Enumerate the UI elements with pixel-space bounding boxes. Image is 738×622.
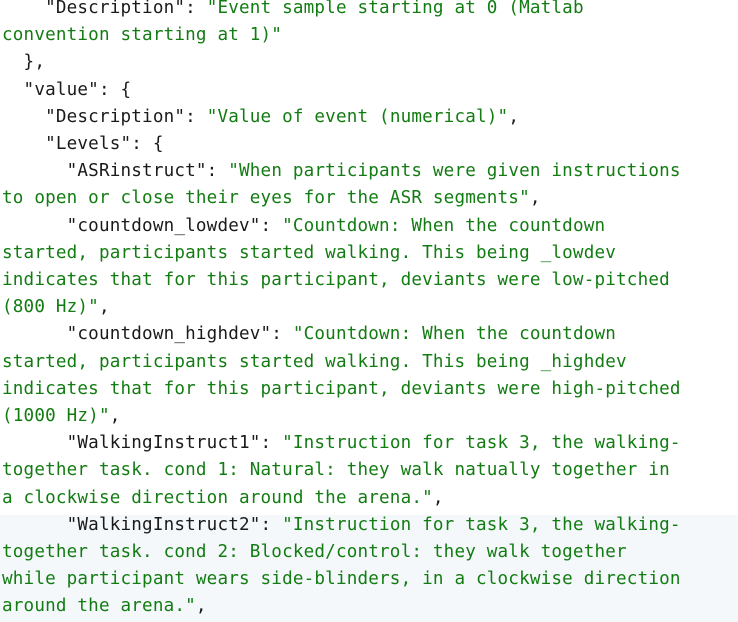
json-key-text: "Description": [2,0,207,18]
json-key-text: "ASRinstruct": [2,161,229,182]
json-key-text: "countdown_lowdev": [2,215,283,236]
code-line: started, participants started walking. T… [2,243,616,263]
code-line: (1000 Hz)", [2,406,121,426]
code-line: while participant wears side-blinders, i… [2,569,681,589]
code-line: around the arena.", [2,596,207,616]
code-line: "Description": "Event sample starting at… [2,0,584,18]
code-line: "WalkingInstruct1": "Instruction for tas… [2,433,681,453]
json-punctuation: , [508,106,520,127]
json-punctuation: , [432,487,444,508]
code-line: "countdown_lowdev": "Countdown: When the… [2,216,605,236]
code-line: "ASRinstruct": "When participants were g… [2,161,681,181]
json-string-value: (800 Hz)" [2,297,99,318]
json-punctuation: , [98,297,110,318]
json-punctuation: , [109,406,121,427]
code-line: together task. cond 2: Blocked/control: … [2,542,627,562]
json-key-text: "WalkingInstruct1": [2,433,283,454]
code-line: "Levels": { [2,134,164,154]
json-string-value: a clockwise direction around the arena." [2,487,433,508]
json-string-value: "Countdown: When the countdown [292,324,617,345]
json-string-value: started, participants started walking. T… [2,351,627,372]
code-line: a clockwise direction around the arena."… [2,488,444,508]
code-line: indicates that for this participant, dev… [2,379,681,399]
json-string-value: "Event sample starting at 0 (Matlab [206,0,584,18]
json-string-value: around the arena." [2,596,196,617]
json-string-value: while participant wears side-blinders, i… [2,569,681,590]
json-key-text: }, [2,52,46,73]
code-line: "WalkingInstruct2": "Instruction for tas… [2,515,681,535]
code-line: together task. cond 1: Natural: they wal… [2,460,670,480]
json-string-value: together task. cond 1: Natural: they wal… [2,460,670,481]
code-line: (800 Hz)", [2,297,110,317]
json-key-text: "Description": [2,106,207,127]
code-line: indicates that for this participant, dev… [2,270,670,290]
json-key-text: "WalkingInstruct2": [2,514,283,535]
json-punctuation: , [195,596,207,617]
json-string-value: "Instruction for task 3, the walking- [282,433,681,454]
code-line: convention starting at 1)" [2,25,282,45]
code-line: "value": { [2,79,132,100]
hovered-line-highlight [0,515,738,622]
json-string-value: "Value of event (numerical)" [206,106,509,127]
json-key-text: "value": { [2,79,132,100]
json-string-value: (1000 Hz)" [2,406,110,427]
json-key-text: "Levels": { [2,134,164,155]
json-string-value: to open or close their eyes for the ASR … [2,188,530,209]
code-line: "countdown_highdev": "Countdown: When th… [2,324,616,344]
code-line: "Description": "Value of event (numerica… [2,107,519,127]
json-string-value: "Countdown: When the countdown [282,215,606,236]
code-line: started, participants started walking. T… [2,352,627,372]
json-code-block[interactable]: "Description": "Event sample starting at… [2,0,681,621]
code-line: to open or close their eyes for the ASR … [2,188,541,208]
json-string-value: indicates that for this participant, dev… [2,270,670,291]
json-string-value: together task. cond 2: Blocked/control: … [2,542,627,563]
json-key-text: "countdown_highdev": [2,324,293,345]
json-string-value: "When participants were given instructio… [228,161,681,182]
json-string-value: convention starting at 1)" [2,25,283,46]
json-string-value: indicates that for this participant, dev… [2,378,681,399]
json-punctuation: , [529,188,541,209]
json-string-value: "Instruction for task 3, the walking- [282,514,681,535]
code-line: }, [2,52,45,72]
json-string-value: started, participants started walking. T… [2,242,617,263]
